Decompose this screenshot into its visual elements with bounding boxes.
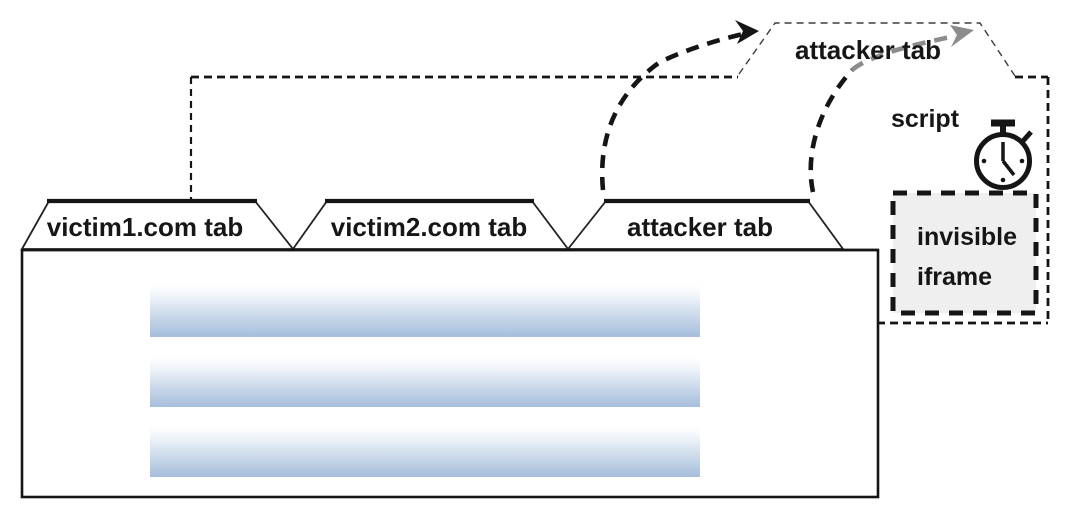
popup-open-arrow-left bbox=[599, 20, 759, 191]
tab-label-attacker: attacker tab bbox=[627, 212, 773, 242]
invisible-iframe-label: invisible iframe bbox=[917, 217, 1036, 297]
arrowhead bbox=[735, 20, 759, 44]
arrowhead-gray bbox=[950, 25, 974, 47]
dotted-link-frame bbox=[189, 75, 1050, 325]
stopwatch-icon bbox=[974, 119, 1033, 190]
invisible-iframe-label-line1: invisible bbox=[917, 223, 1018, 251]
content-bar bbox=[150, 358, 700, 407]
page-content-bars bbox=[150, 285, 700, 477]
invisible-iframe-label-line2: iframe bbox=[917, 263, 993, 291]
invisible-iframe-box bbox=[890, 190, 1039, 316]
script-label: script bbox=[890, 105, 960, 133]
content-bar bbox=[150, 427, 700, 477]
popup-open-arrow-right bbox=[808, 25, 974, 193]
detached-attacker-tab-label: attacker tab bbox=[795, 35, 941, 65]
tab-label-victim2: victim2.com tab bbox=[330, 212, 528, 242]
tab-label-victim1: victim1.com tab bbox=[46, 212, 244, 242]
content-bar bbox=[150, 285, 700, 337]
